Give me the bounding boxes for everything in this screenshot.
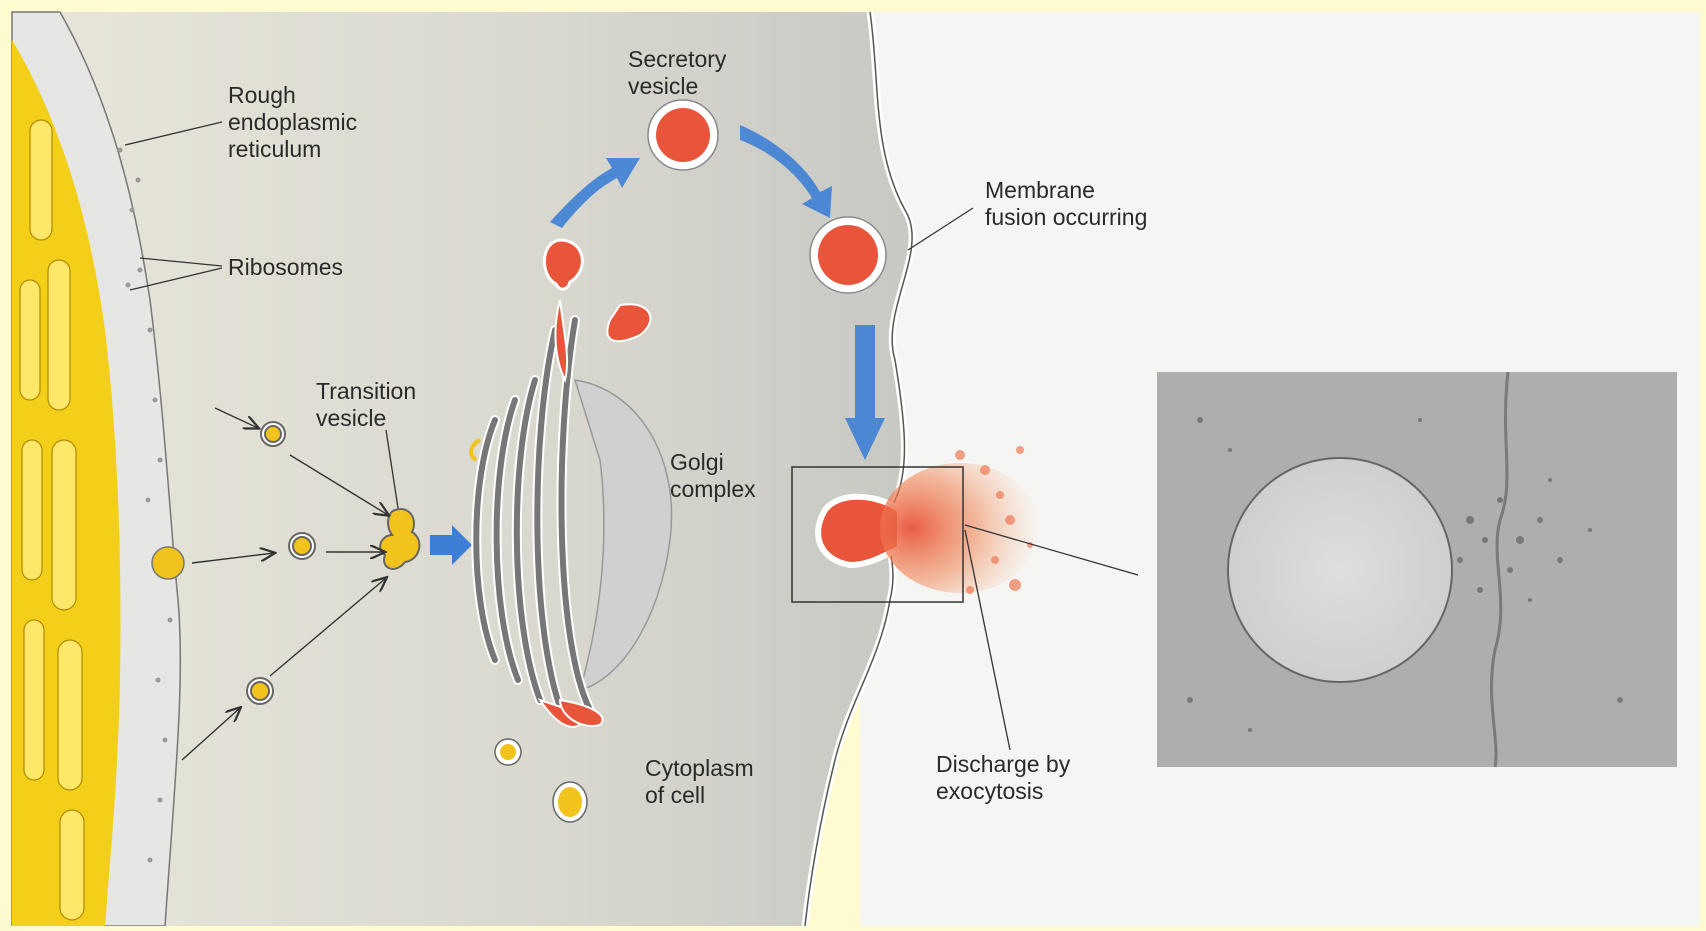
- ribosomes-label: Ribosomes: [228, 254, 343, 281]
- electron-micrograph: [1157, 372, 1677, 767]
- discharge-label: Discharge by exocytosis: [936, 751, 1070, 805]
- rough-er-label: Rough endoplasmic reticulum: [228, 82, 357, 163]
- membrane-fusion-label: Membrane fusion occurring: [985, 177, 1147, 231]
- secretory-vesicle-label: Secretory vesicle: [628, 46, 726, 100]
- golgi-complex-label: Golgi complex: [670, 449, 756, 503]
- cytoplasm-label: Cytoplasm of cell: [645, 755, 754, 809]
- transition-vesicle-label: Transition vesicle: [316, 378, 416, 432]
